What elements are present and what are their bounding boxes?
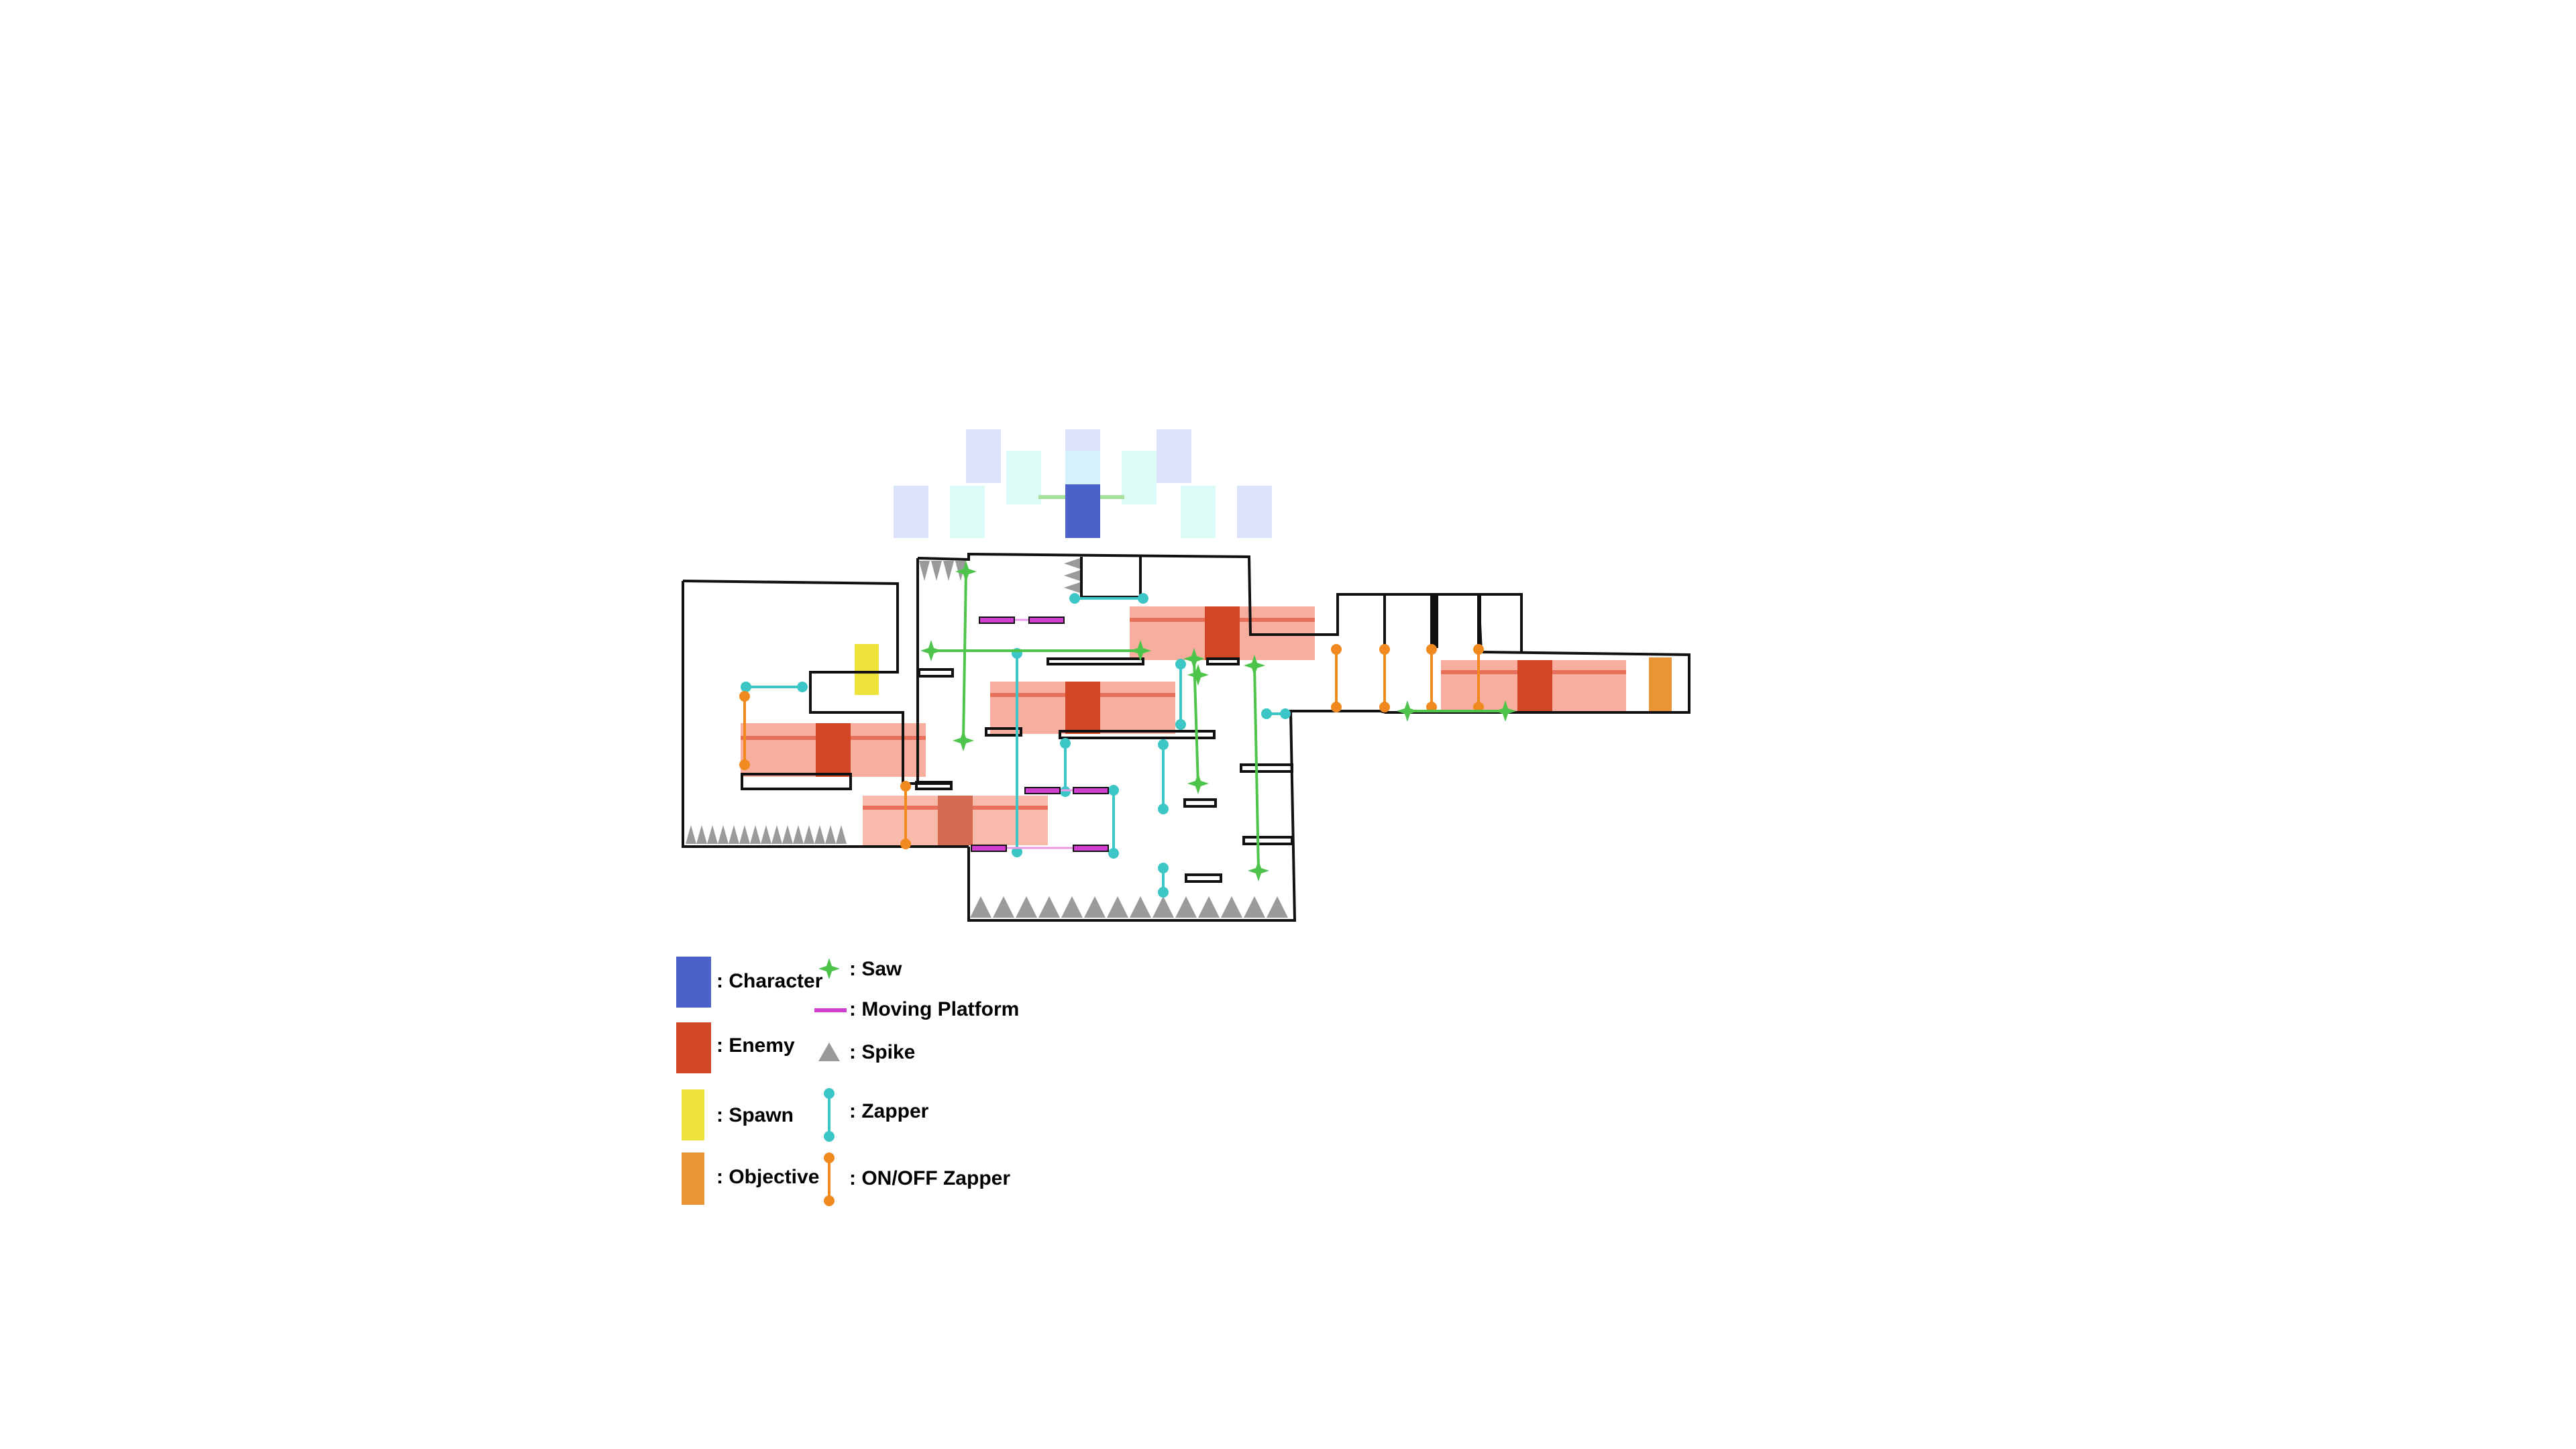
character-ghost-frames bbox=[894, 429, 1272, 538]
ledge bbox=[1185, 873, 1222, 883]
zapper bbox=[1175, 659, 1186, 730]
saw-paths bbox=[931, 571, 1505, 871]
enemy-marker bbox=[938, 796, 973, 845]
moving-platform bbox=[979, 616, 1015, 624]
zapper-legend-icon bbox=[824, 1088, 835, 1142]
spawn-marker bbox=[855, 644, 879, 695]
enemy-legend-label: : Enemy bbox=[716, 1034, 795, 1057]
ledge bbox=[1240, 763, 1293, 773]
zapper bbox=[1108, 785, 1119, 859]
enemy-marker bbox=[1205, 606, 1240, 660]
moving-platforms bbox=[971, 616, 1109, 852]
enemy-zone bbox=[863, 796, 1048, 845]
moving-platform bbox=[971, 845, 1007, 852]
onoff-zappers bbox=[739, 644, 1484, 849]
enemy-legend-icon bbox=[676, 1022, 711, 1073]
ghost-frame bbox=[950, 486, 985, 538]
zapper bbox=[1158, 863, 1169, 898]
ledge bbox=[985, 727, 1022, 737]
saw bbox=[920, 640, 942, 661]
moving-platform bbox=[1073, 845, 1109, 852]
ledge bbox=[741, 773, 852, 790]
spike-row bbox=[686, 825, 847, 844]
zapper bbox=[1069, 593, 1148, 604]
onoff-zapper bbox=[1331, 644, 1342, 712]
onoff-zapper bbox=[900, 781, 911, 849]
moving-platform bbox=[1024, 787, 1061, 794]
zapper-legend-label: : Zapper bbox=[849, 1100, 929, 1122]
ghost-frame bbox=[1237, 486, 1272, 538]
spike-row bbox=[970, 896, 1288, 918]
onoff-zapper bbox=[1473, 644, 1484, 712]
legend: : Character : Enemy : Spawn : Objective … bbox=[676, 957, 1019, 1206]
ghost-frame bbox=[1157, 429, 1191, 483]
ledge bbox=[915, 781, 953, 790]
moving-platform-legend-label: : Moving Platform bbox=[849, 998, 1019, 1020]
onoff-zapper bbox=[1379, 644, 1390, 712]
objective-legend-label: : Objective bbox=[716, 1166, 819, 1188]
objective-marker bbox=[1649, 657, 1672, 711]
zapper bbox=[741, 682, 808, 692]
character-legend-label: : Character bbox=[716, 970, 823, 992]
saw bbox=[1248, 860, 1269, 881]
ghost-frame bbox=[1122, 451, 1157, 504]
wall-center-top bbox=[917, 552, 1386, 711]
moving-platform bbox=[1028, 616, 1065, 624]
onoff-zapper bbox=[1426, 644, 1437, 712]
ledge bbox=[1242, 836, 1293, 845]
spawn-legend-label: : Spawn bbox=[716, 1104, 794, 1126]
character-marker bbox=[1065, 484, 1100, 538]
spawn-legend-icon bbox=[682, 1089, 704, 1140]
ghost-frame bbox=[1181, 486, 1216, 538]
onoff-zapper bbox=[739, 691, 750, 770]
zapper bbox=[1158, 739, 1169, 814]
onoff-zapper-legend-icon bbox=[824, 1152, 835, 1206]
character-legend-icon bbox=[676, 957, 711, 1008]
ghost-frame bbox=[1006, 451, 1041, 504]
ledge bbox=[1046, 657, 1144, 665]
wall-left-room bbox=[682, 581, 969, 848]
zapper bbox=[1060, 738, 1071, 797]
wall-pillars-2 bbox=[1474, 593, 1523, 652]
spike-legend-label: : Spike bbox=[849, 1041, 915, 1063]
ghost-frame bbox=[894, 486, 928, 538]
enemy-zone bbox=[990, 682, 1175, 734]
objective-legend-icon bbox=[682, 1152, 704, 1205]
ledge bbox=[918, 668, 954, 678]
wall-right-corridor bbox=[1385, 651, 1690, 714]
enemy-zone bbox=[1441, 660, 1626, 712]
ledge bbox=[1206, 657, 1240, 665]
enemy-zone bbox=[741, 723, 926, 777]
saw bbox=[1187, 773, 1209, 794]
zappers bbox=[741, 593, 1291, 898]
spikes bbox=[686, 558, 1288, 918]
enemy-marker bbox=[1517, 660, 1552, 712]
saw bbox=[1397, 700, 1418, 722]
wall-notch bbox=[1080, 557, 1142, 598]
spike-row bbox=[1064, 558, 1080, 593]
saw bbox=[953, 730, 974, 751]
ghost-frame bbox=[966, 429, 1001, 483]
onoff-zapper-legend-label: : ON/OFF Zapper bbox=[849, 1167, 1010, 1189]
ledge bbox=[1059, 730, 1216, 739]
enemy-marker bbox=[816, 723, 851, 777]
ledge bbox=[1183, 798, 1217, 808]
enemy-marker bbox=[1065, 682, 1100, 734]
saw-legend-label: : Saw bbox=[849, 958, 902, 980]
saw bbox=[1187, 664, 1209, 686]
spike-legend-icon bbox=[818, 1042, 840, 1061]
spike-row bbox=[919, 561, 966, 581]
zapper bbox=[1261, 708, 1291, 719]
moving-platform bbox=[1073, 787, 1109, 794]
wall-left-room-top bbox=[682, 580, 951, 785]
